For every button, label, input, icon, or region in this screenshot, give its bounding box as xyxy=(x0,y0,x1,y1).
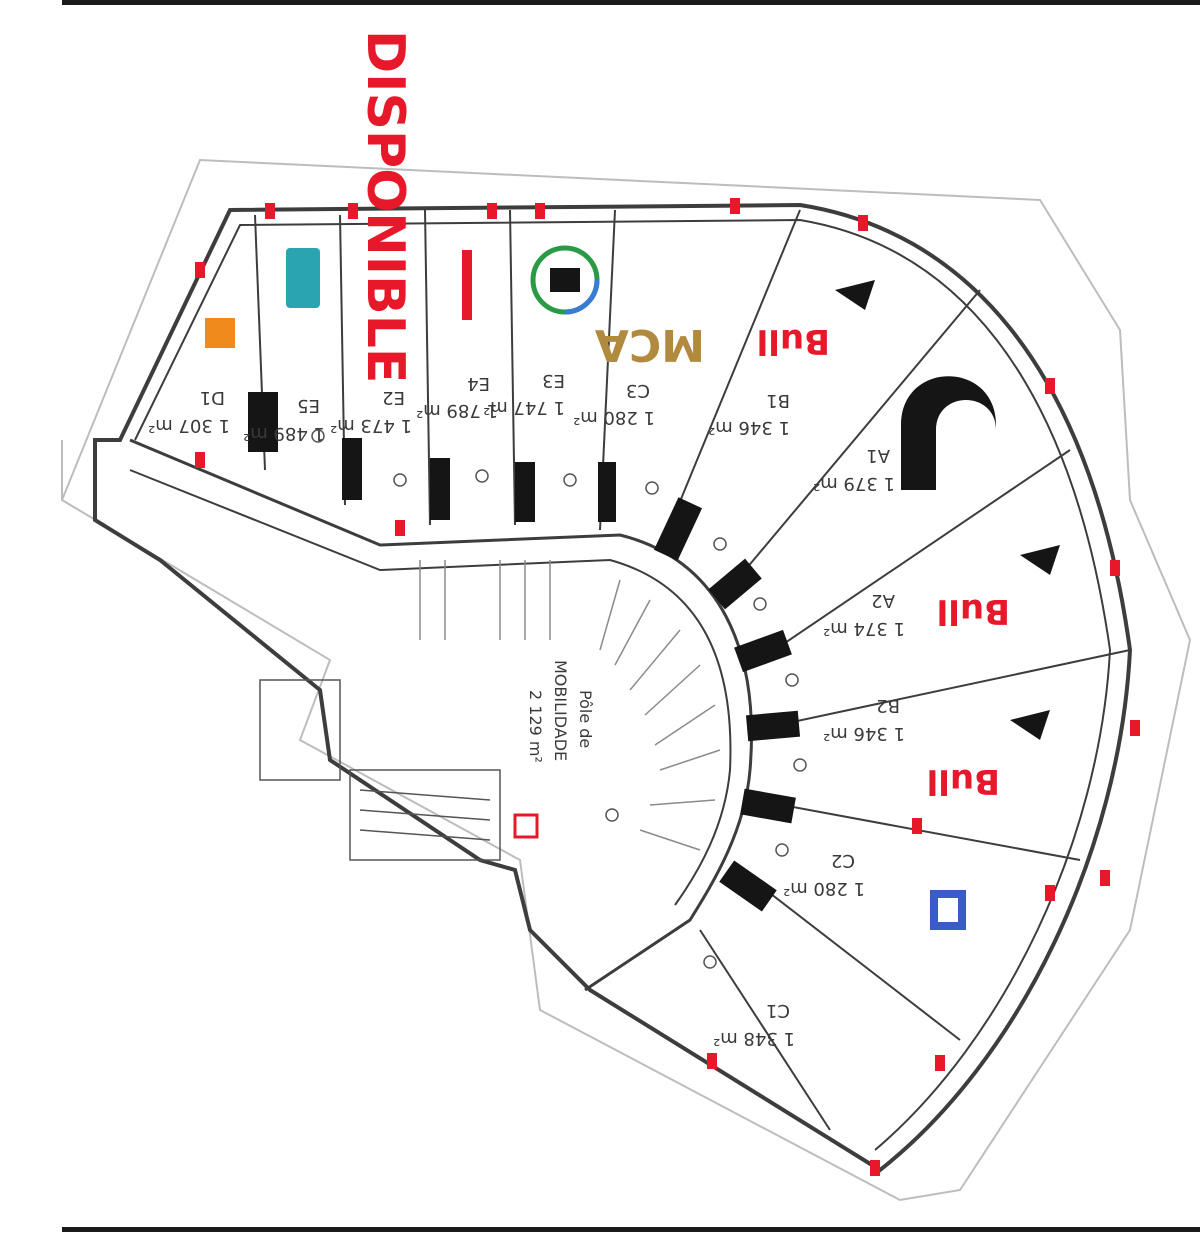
unit-area-c3: 1 280 m² xyxy=(573,407,655,428)
central-mall-arc xyxy=(129,438,753,992)
brand-u-logo-icon xyxy=(901,376,996,490)
unit-code-e4: E4 xyxy=(467,373,490,394)
unit-labels: A1 1 379 m² A2 1 374 m² B2 1 346 m² B1 1… xyxy=(148,370,905,1049)
svg-text:Bull: Bull xyxy=(937,591,1010,631)
svg-text:Bull: Bull xyxy=(927,761,1000,801)
building-inner-wall xyxy=(134,218,1112,1151)
unit-code-c3: C3 xyxy=(626,380,650,401)
unit-area-c1: 1 348 m² xyxy=(713,1028,795,1049)
unit-code-b2: B2 xyxy=(876,695,900,716)
center-area: 2 129 m² xyxy=(526,690,545,763)
teal-logo-icon xyxy=(286,248,320,308)
column-markers xyxy=(311,429,807,969)
unit-area-e4: 1 789 m² xyxy=(416,400,498,421)
bull-logo-icon: Bull Bull Bull xyxy=(757,321,1010,801)
unit-area-e3: 1 747 m² xyxy=(483,397,565,418)
unit-code-d1: D1 xyxy=(200,387,225,408)
unit-code-e5: E5 xyxy=(297,395,320,416)
site-boundary xyxy=(61,158,1192,1202)
building-outline xyxy=(93,202,1133,1173)
unit-area-b1: 1 346 m² xyxy=(708,417,790,438)
unit-area-d1: 1 307 m² xyxy=(148,415,230,436)
checkout-counters xyxy=(248,392,801,912)
center-title: Pôle de xyxy=(576,690,595,748)
red-door-markers xyxy=(195,198,1140,1176)
unit-code-a2: A2 xyxy=(871,590,895,611)
red-text-logo-icon xyxy=(462,250,472,320)
unit-area-a1: 1 379 m² xyxy=(813,473,895,494)
mca-logo-icon: MCA xyxy=(595,319,705,370)
unit-area-b2: 1 346 m² xyxy=(823,723,905,744)
svg-text:Bull: Bull xyxy=(757,321,830,361)
unit-area-e5: 1 489 m² xyxy=(243,423,325,444)
service-block xyxy=(259,679,501,861)
inner-stalls xyxy=(419,560,721,851)
unit-area-e2: 1 473 m² xyxy=(330,415,412,436)
svg-text:MCA: MCA xyxy=(595,319,705,370)
radial-unit-dividers xyxy=(659,209,1131,1131)
unit-code-e2: E2 xyxy=(382,387,405,408)
circle-logo-icon xyxy=(530,245,600,315)
central-mall-inner-arc xyxy=(129,469,732,906)
unit-code-c2: C2 xyxy=(831,850,855,871)
top-rule xyxy=(62,0,1200,5)
disponible-label: DISPONIBLE xyxy=(355,30,415,383)
orange-logo-icon xyxy=(205,318,235,348)
unit-code-e3: E3 xyxy=(542,370,565,391)
unit-area-a2: 1 374 m² xyxy=(823,618,905,639)
shield-logo-icon xyxy=(930,890,966,930)
unit-code-a1: A1 xyxy=(866,445,890,466)
unit-code-c1: C1 xyxy=(766,1000,790,1021)
unit-code-b1: B1 xyxy=(766,390,790,411)
unit-area-c2: 1 280 m² xyxy=(783,878,865,899)
bottom-rule xyxy=(62,1227,1200,1232)
center-subtitle: MOBILIDADE xyxy=(551,660,570,761)
bull-mascot-icons xyxy=(835,280,1060,740)
